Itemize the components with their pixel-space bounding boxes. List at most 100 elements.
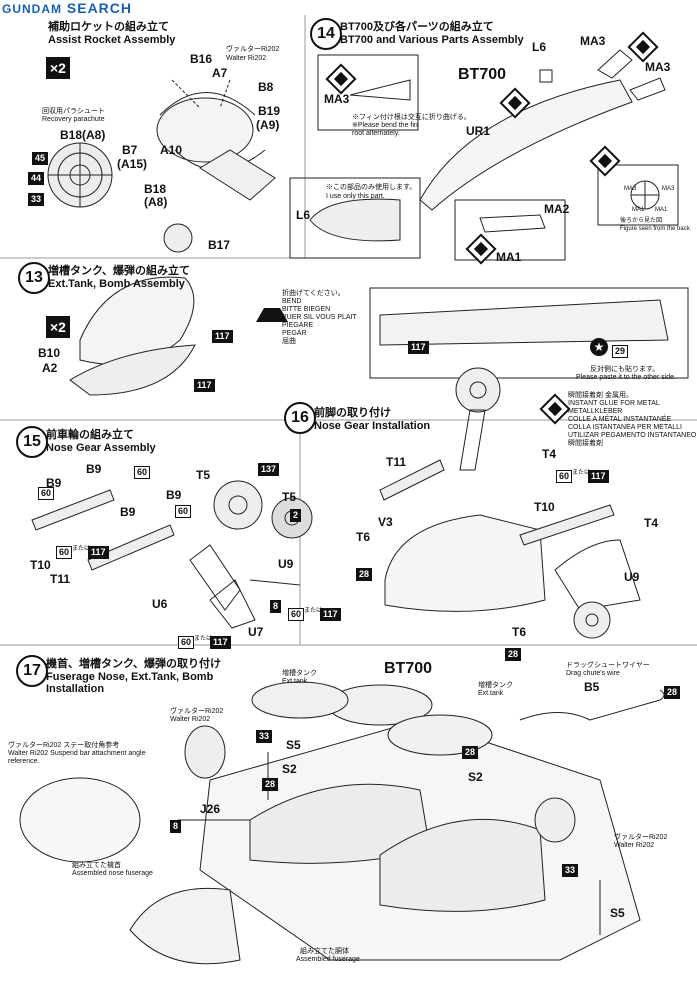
part-label: B8 [258,80,274,94]
color-code: 60 [556,470,573,483]
use-note-en: I use only this part. [326,193,385,200]
color-code: 117 [212,330,233,343]
bend-word: BEND [282,298,302,305]
part-label: S2 [282,762,297,776]
step17-title-en-1: Fuserage Nose, Ext.Tank, Bomb [46,671,214,683]
color-code: 117 [320,608,341,621]
back-label: MA3 [662,186,675,192]
part-label: B16 [190,52,213,66]
step15-title-en: Nose Gear Assembly [46,442,156,454]
part-label: B9 [46,476,62,490]
suspend-jp: ヴァルターRi202 ステー取付角参考 [8,742,120,749]
color-code: 45 [32,152,49,165]
tank-en: Ext.tank [282,678,308,685]
color-code: 44 [28,172,45,185]
color-code: 28 [356,568,373,581]
step16-number: 16 [284,402,316,434]
part-label: U9 [624,570,640,584]
suspend-en: Walter Ri202 Suspend bar attachment angl… [8,750,146,765]
glue-line: INSTANT GLUE FOR METAL [568,400,660,407]
bend-arrow-icon [256,292,288,322]
glue-line: COLLE A MÉTAL INSTANTANÉE [568,416,672,423]
part-label: B19 [258,104,281,118]
bend-jp: 折曲げてください。 [282,290,345,297]
part-label: U6 [152,597,168,611]
part-label: V3 [378,515,393,529]
glue-line: UTILIZAR PEGAMENTO INSTANTANEO [568,432,697,439]
use-note-jp: ※この部品のみ使用します。 [326,184,417,191]
part-label: T6 [512,625,527,639]
fuse-en: Assembled fuserage [296,956,360,963]
part-label: T11 [50,572,71,586]
back-label: MA1 [655,207,668,213]
step15-title-jp: 前車輪の組み立て [46,429,134,441]
color-code: 60 [56,546,73,559]
part-label: S5 [610,906,625,920]
part-label: T10 [534,500,555,514]
step14-title: BT700及び各パーツの組み立て BT700 and Various Parts… [340,18,524,46]
color-code: 33 [28,193,45,206]
step13-title-jp: 増槽タンク、爆弾の組み立て [48,265,191,277]
color-code: 33 [256,730,273,743]
step12-parachute-jp: 回収用パラシュート [42,108,105,115]
step17-title-jp: 機首、増槽タンク、爆弾の取り付け [46,658,222,670]
fuse-jp: 組み立てた胴体 [300,948,349,955]
bend-word: PEGAR [282,330,307,337]
bomb-label: BT700 [458,66,507,83]
step15-number: 15 [16,426,48,458]
part-label: B18 [144,182,167,196]
glue-jp: 瞬間接着剤 金属用。 [568,392,633,399]
watermark-logo: GUNDAM SEARCH [2,0,132,16]
back-view-en: Figure seen from the back [620,226,690,232]
or-label: または or [304,608,330,614]
part-label: B17 [208,238,231,252]
color-code: 28 [262,778,279,791]
glue-line: METALLKLEBER [568,408,623,415]
walter-jp: ヴァルターRi202 [170,708,224,715]
step14-number: 14 [310,18,342,50]
or-label: または or [72,546,98,552]
step15-title: 前車輪の組み立て Nose Gear Assembly [46,426,156,454]
bend-word: PUER SIL VOUS PLAIT [282,314,357,321]
step13-number: 13 [18,262,50,294]
color-code: 60 [134,466,151,479]
part-label: A7 [212,66,228,80]
step16-title-en: Nose Gear Installation [314,420,431,432]
decal-number: 29 [612,345,629,358]
step12-parachute-en: Recovery parachute [42,116,105,123]
tank2-jp: 増槽タンク [478,682,513,689]
color-code: 8 [170,820,182,833]
step17-number: 17 [16,655,48,687]
part-label: B10 [38,346,61,360]
color-code: 33 [562,864,579,877]
bend-word: 屈曲 [282,338,296,345]
color-code: 8 [270,600,282,613]
part-label: L6 [532,40,547,54]
color-code: 117 [194,379,215,392]
color-code: 117 [88,546,109,559]
part-label: T11 [386,455,407,469]
part-label: A10 [160,143,183,157]
step12-title-en: Assist Rocket Assembly [48,34,176,46]
part-label: B9 [86,462,102,476]
color-code: 28 [664,686,681,699]
color-code: 137 [258,463,280,476]
part-label: (A15) [117,157,148,171]
multiplier-badge: ×2 [46,57,70,79]
walter2-en: Walter Ri202 [614,842,655,849]
multiplier-badge: ×2 [46,316,70,338]
walter2-jp: ヴァルターRi202 [614,834,668,841]
part-label: T10 [30,558,51,572]
part-label: S5 [286,738,301,752]
glue-line: COLLA ISTANTANEA PER METALLI [568,424,682,431]
part-label: L6 [296,208,311,222]
back-label: MA1 [632,207,645,213]
drag-jp: ドラッグシュートワイヤー [566,662,650,669]
step12-walter-jp: ヴァルターRi202 [226,46,280,53]
color-code: 117 [588,470,609,483]
step17-title: 機首、増槽タンク、爆弾の取り付け Fuserage Nose, Ext.Tank… [46,655,221,695]
step13-title: 増槽タンク、爆弾の組み立て Ext.Tank, Bomb Assembly [48,262,190,290]
part-label: MA3 [645,60,671,74]
part-label: B9 [120,505,136,519]
